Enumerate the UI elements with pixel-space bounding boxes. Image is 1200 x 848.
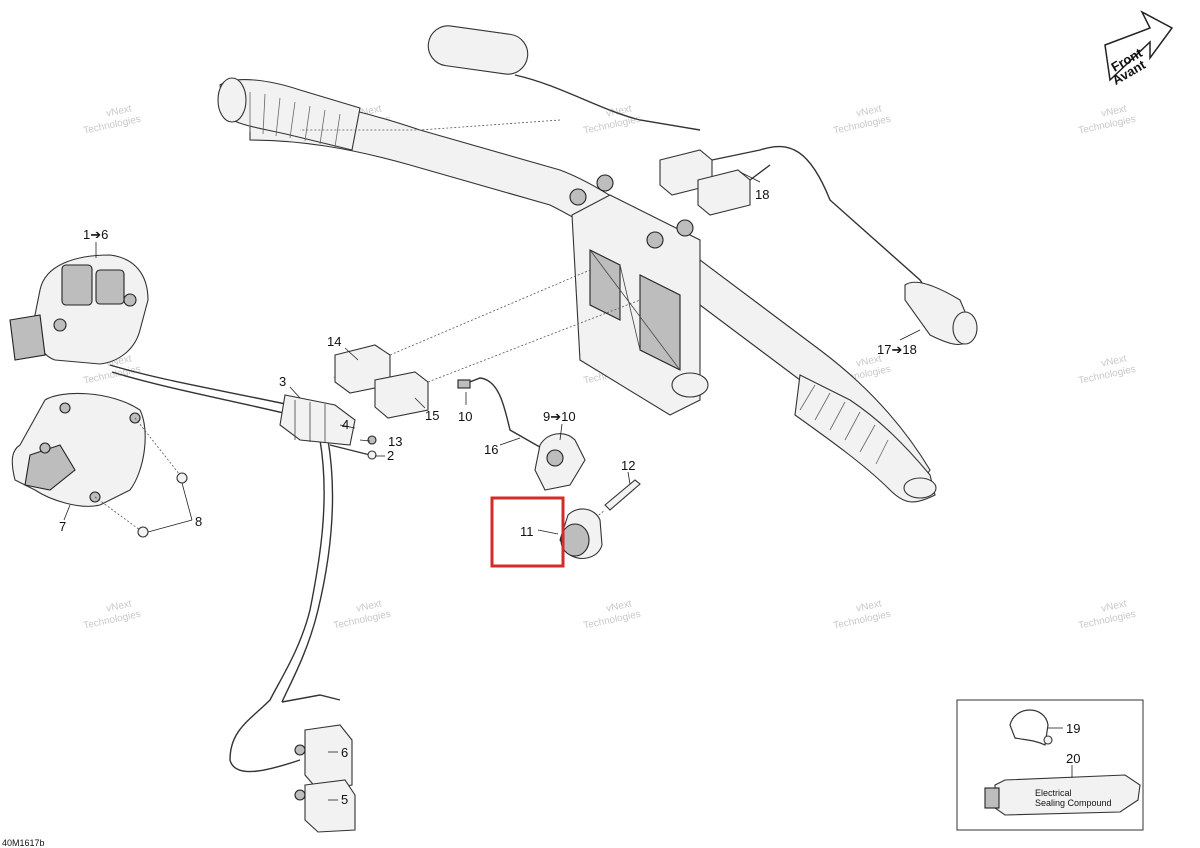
switch-back-cover <box>11 392 188 538</box>
callout-8: 8 <box>195 514 202 529</box>
callout-3: 3 <box>279 374 286 389</box>
callout-2: 2 <box>387 448 394 463</box>
callout-12: 12 <box>621 458 635 473</box>
switch-wire-16 <box>457 377 641 559</box>
tube-label-2: Sealing Compound <box>1035 798 1112 808</box>
inset-box: Electrical Sealing Compound <box>956 699 1144 831</box>
callout-14: 14 <box>327 334 341 349</box>
callout-5: 5 <box>341 792 348 807</box>
callout-13: 13 <box>388 434 402 449</box>
callout-11: 11 <box>520 524 534 539</box>
callout-18: 18 <box>755 187 769 202</box>
grip-heater-wire-top <box>300 25 701 131</box>
callout-9-10: 9➔10 <box>543 409 576 424</box>
callout-17-18: 17➔18 <box>877 342 917 357</box>
callout-19: 19 <box>1066 721 1080 736</box>
callout-4: 4 <box>342 417 349 432</box>
callout-6: 6 <box>341 745 348 760</box>
watermark-line-1: vNext <box>1100 103 1128 119</box>
highlight-box <box>490 496 565 568</box>
leader-lines <box>63 171 1073 801</box>
watermark-line-1: vNext <box>1100 598 1128 614</box>
connectors-14-15 <box>334 269 641 419</box>
callout-16: 16 <box>484 442 498 457</box>
callout-1-6: 1➔6 <box>83 227 108 242</box>
heater-element-right <box>904 281 978 345</box>
callout-20: 20 <box>1066 751 1080 766</box>
watermark-line-1: vNext <box>105 598 133 614</box>
switch-housing <box>9 254 149 365</box>
front-arrow-icon: Front Avant <box>1104 10 1174 88</box>
watermark-line-1: vNext <box>355 598 383 614</box>
watermark-line-1: vNext <box>855 103 883 119</box>
tube-label-1: Electrical <box>1035 788 1072 798</box>
handlebar-riser <box>569 174 709 416</box>
watermark-line-1: vNext <box>855 598 883 614</box>
callout-7: 7 <box>59 519 66 534</box>
callout-10: 10 <box>458 409 472 424</box>
callout-layer: 1➔6 14 3 15 10 9➔10 16 4 13 2 12 7 8 11 … <box>59 187 1080 807</box>
watermark-line-1: vNext <box>855 353 883 369</box>
diagram-ref-code: 40M1617b <box>2 838 45 848</box>
callout-15: 15 <box>425 408 439 423</box>
connector-pair-18 <box>659 145 936 311</box>
watermark-line-1: vNext <box>105 103 133 119</box>
watermark-line-1: vNext <box>1100 353 1128 369</box>
watermark-line-1: vNext <box>605 598 633 614</box>
wiring-harness <box>109 364 377 833</box>
